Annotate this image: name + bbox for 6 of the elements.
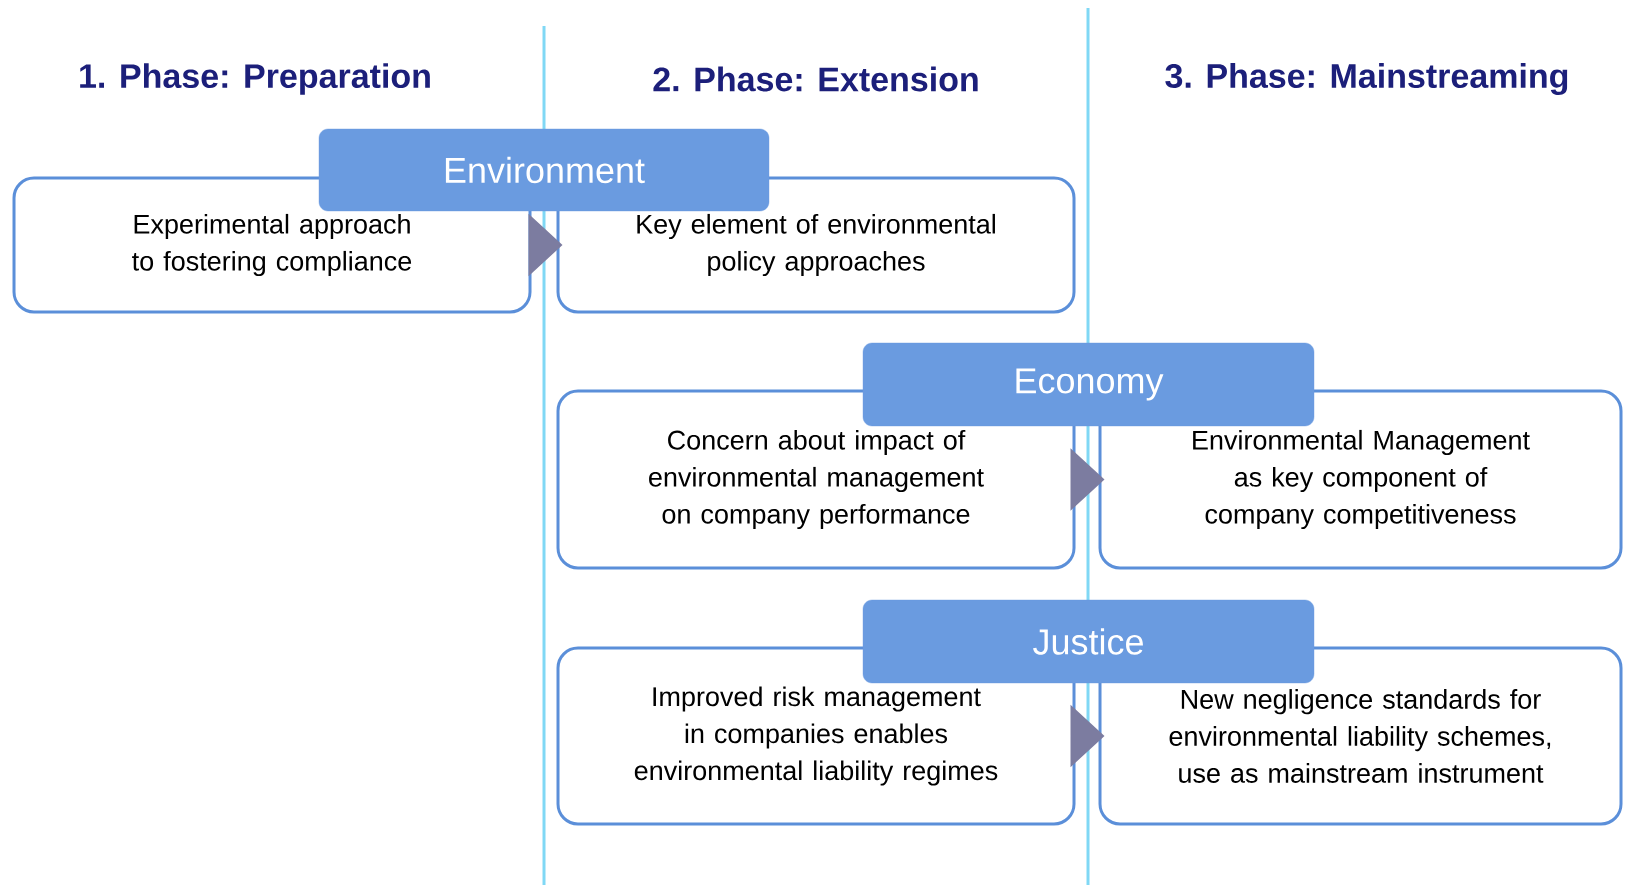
- category-tab: Economy: [862, 342, 1315, 427]
- phase-heading: 1. Phase: Preparation: [80, 63, 430, 95]
- phase-heading: 3. Phase: Mainstreaming: [1165, 63, 1568, 95]
- category-tab: Justice: [862, 599, 1315, 684]
- category-tab: Environment: [318, 128, 770, 212]
- phase-heading: 2. Phase: Extension: [653, 66, 978, 92]
